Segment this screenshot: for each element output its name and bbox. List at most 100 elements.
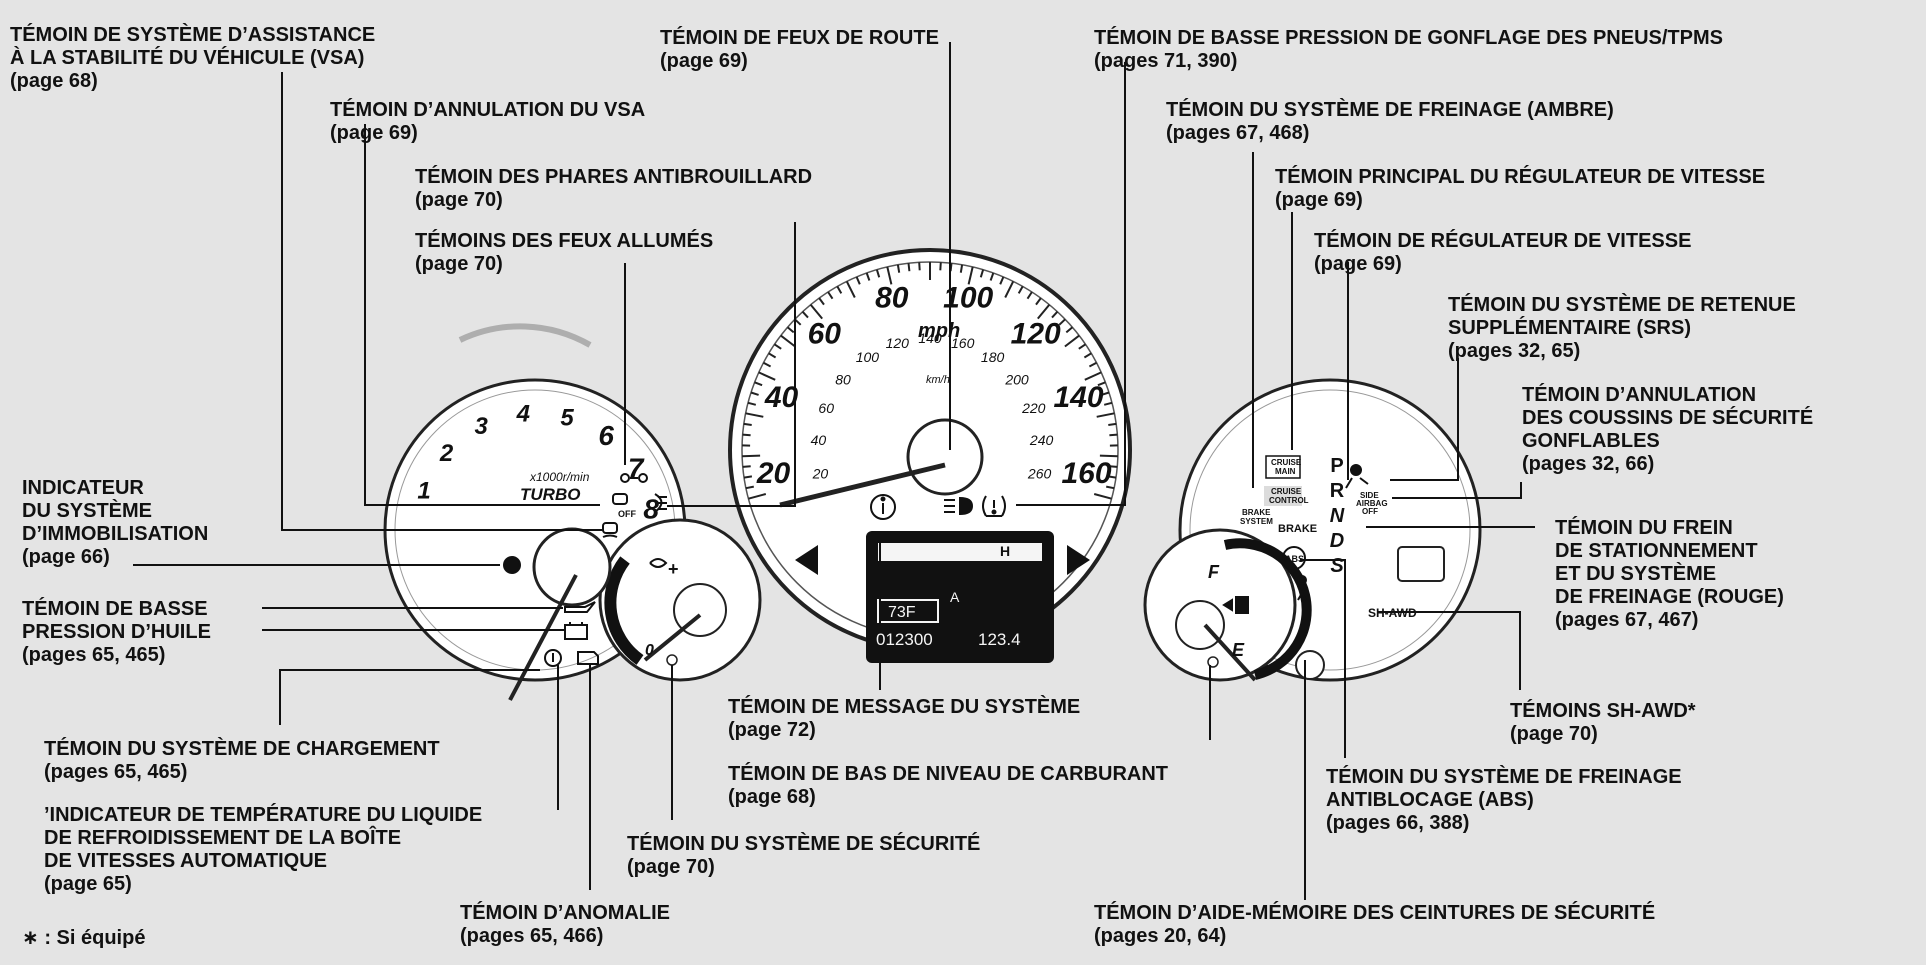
speedometer-tick-mark bbox=[818, 297, 825, 306]
mph-tick-20: 20 bbox=[756, 457, 791, 490]
battery-icon bbox=[564, 622, 588, 640]
leader-lines bbox=[133, 42, 1535, 900]
label-malfunction-title: TÉMOIN D’ANOMALIE bbox=[460, 902, 670, 924]
tach-brand: TURBO bbox=[520, 485, 580, 504]
label-cruise-title: TÉMOIN DE RÉGULATEUR DE VITESSE bbox=[1314, 230, 1692, 252]
fog-light-icon bbox=[654, 493, 667, 513]
display-odometer: 012300 bbox=[876, 630, 933, 649]
speedometer-tick-mark bbox=[1093, 493, 1112, 500]
kmh-tick-140: 140 bbox=[918, 330, 942, 346]
label-airbag-off-title: TÉMOIN D’ANNULATION DES COUSSINS DE SÉCU… bbox=[1522, 384, 1814, 452]
speedometer-tick-mark bbox=[809, 304, 823, 320]
tach-tick-2: 2 bbox=[439, 440, 454, 467]
label-security-title: TÉMOIN DU SYSTÈME DE SÉCURITÉ bbox=[627, 833, 981, 855]
display-trip: 123.4 bbox=[978, 630, 1021, 649]
speedometer-tick-mark bbox=[1108, 422, 1117, 426]
vsa-off-icon bbox=[612, 493, 628, 505]
low-fuel-icon bbox=[1222, 596, 1249, 614]
label-vsa-title: TÉMOIN DE SYSTÈME D’ASSISTANCE À LA STAB… bbox=[10, 24, 376, 69]
label-high-beam: TÉMOIN DE FEUX DE ROUTE (page 69) bbox=[660, 27, 939, 73]
speedometer-tick-mark bbox=[939, 262, 942, 271]
tach-tick-1: 1 bbox=[417, 478, 430, 505]
tach-tick-3: 3 bbox=[475, 413, 489, 440]
speedometer-tick-mark bbox=[1058, 318, 1066, 326]
speedometer-tick-mark bbox=[907, 263, 911, 272]
kmh-tick-40: 40 bbox=[811, 432, 827, 448]
check-engine-icon bbox=[577, 651, 599, 665]
speedometer-tick-mark bbox=[896, 264, 901, 273]
label-atf-temp-title: ’INDICATEUR DE TEMPÉRATURE DU LIQUIDE DE… bbox=[44, 804, 483, 872]
speedometer-tick-mark bbox=[745, 485, 754, 490]
speedometer-needle bbox=[779, 462, 946, 508]
speedo-unit-kmh: km/h bbox=[926, 374, 950, 386]
kmh-tick-120: 120 bbox=[886, 335, 910, 351]
label-srs: TÉMOIN DU SYSTÈME DE RETENUE SUPPLÉMENTA… bbox=[1448, 294, 1796, 363]
speedometer-tick-mark bbox=[1064, 334, 1080, 348]
speedometer-tick-mark bbox=[845, 280, 856, 298]
label-immobilizer: INDICATEUR DU SYSTÈME D’IMMOBILISATION (… bbox=[22, 477, 208, 569]
speedometer-hub bbox=[906, 418, 984, 496]
label-malfunction: TÉMOIN D’ANOMALIE (pages 65, 466) bbox=[460, 902, 670, 948]
speedometer-tick-mark bbox=[855, 276, 861, 285]
label-vsa-off-pages: (page 69) bbox=[330, 122, 418, 144]
mph-tick-140: 140 bbox=[1053, 381, 1103, 414]
kmh-tick-260: 260 bbox=[1027, 465, 1052, 481]
label-parking-brake: TÉMOIN DU FREIN DE STATIONNEMENT ET DU S… bbox=[1555, 517, 1784, 632]
speedometer-tick-mark bbox=[742, 465, 751, 468]
speedometer-tick-mark bbox=[1097, 381, 1106, 387]
speedometer-tick-mark bbox=[1051, 311, 1059, 319]
speedometer-tick-mark bbox=[1017, 285, 1024, 294]
mph-tick-60: 60 bbox=[808, 318, 842, 351]
mph-tick-100: 100 bbox=[943, 282, 993, 315]
speedometer-tick-mark bbox=[742, 454, 761, 458]
label-cruise-main: TÉMOIN PRINCIPAL DU RÉGULATEUR DE VITESS… bbox=[1275, 166, 1765, 212]
speedometer-tick-mark bbox=[1083, 352, 1092, 359]
label-abs-pages: (pages 66, 388) bbox=[1326, 812, 1470, 834]
label-srs-title: TÉMOIN DU SYSTÈME DE RETENUE SUPPLÉMENTA… bbox=[1448, 294, 1796, 339]
speedometer-tick-mark bbox=[786, 326, 795, 334]
label-message-title: TÉMOIN DE MESSAGE DU SYSTÈME bbox=[728, 696, 1081, 718]
speedometer-tick-mark bbox=[780, 334, 796, 348]
display-temp: 73F bbox=[888, 604, 916, 621]
high-beam-icon bbox=[944, 496, 974, 516]
display-hot-marker: H bbox=[1000, 543, 1010, 559]
label-high-beam-pages: (page 69) bbox=[660, 50, 748, 72]
speedometer-tick-mark bbox=[1101, 391, 1110, 396]
label-fog-pages: (page 70) bbox=[415, 189, 503, 211]
label-oil: TÉMOIN DE BASSE PRESSION D’HUILE (pages … bbox=[22, 598, 211, 667]
temp-plus: + bbox=[668, 559, 679, 579]
speedometer-tick-mark bbox=[886, 266, 893, 285]
display-mode: A bbox=[950, 589, 960, 605]
label-vsa-off: TÉMOIN D’ANNULATION DU VSA (page 69) bbox=[330, 99, 645, 145]
mph-tick-160: 160 bbox=[1061, 457, 1111, 490]
label-sh-awd-pages: (page 70) bbox=[1510, 723, 1598, 745]
lights-on-icon bbox=[620, 473, 648, 483]
speedometer-tick-mark bbox=[768, 352, 777, 359]
label-parking-brake-pages: (pages 67, 467) bbox=[1555, 609, 1699, 631]
speedometer-tick-mark bbox=[827, 291, 834, 300]
label-lights-on: TÉMOINS DES FEUX ALLUMÉS (page 70) bbox=[415, 230, 713, 276]
temp-zero: 0 bbox=[645, 642, 654, 659]
mph-tick-40: 40 bbox=[764, 381, 799, 414]
label-low-fuel-pages: (page 68) bbox=[728, 786, 816, 808]
label-abs-title: TÉMOIN DU SYSTÈME DE FREINAGE ANTIBLOCAG… bbox=[1326, 766, 1682, 811]
speedometer-tick-mark bbox=[743, 422, 752, 426]
speedometer-tick-mark bbox=[959, 264, 964, 273]
label-brake-amber: TÉMOIN DU SYSTÈME DE FREINAGE (AMBRE) (p… bbox=[1166, 99, 1614, 145]
label-cruise-pages: (page 69) bbox=[1314, 253, 1402, 275]
tachometer-needle bbox=[508, 574, 578, 701]
srs-icon bbox=[1345, 464, 1369, 489]
label-tpms-title: TÉMOIN DE BASSE PRESSION DE GONFLAGE DES… bbox=[1094, 27, 1723, 49]
label-brake-amber-pages: (pages 67, 468) bbox=[1166, 122, 1310, 144]
tpms-icon bbox=[982, 495, 1006, 517]
label-seatbelt: TÉMOIN D’AIDE-MÉMOIRE DES CEINTURES DE S… bbox=[1094, 902, 1655, 948]
vsa-icon bbox=[602, 522, 618, 538]
label-tpms: TÉMOIN DE BASSE PRESSION DE GONFLAGE DES… bbox=[1094, 27, 1723, 73]
speedometer-tick-mark bbox=[1078, 343, 1087, 350]
label-abs: TÉMOIN DU SYSTÈME DE FREINAGE ANTIBLOCAG… bbox=[1326, 766, 1682, 835]
speedometer-tick-mark bbox=[989, 272, 995, 281]
